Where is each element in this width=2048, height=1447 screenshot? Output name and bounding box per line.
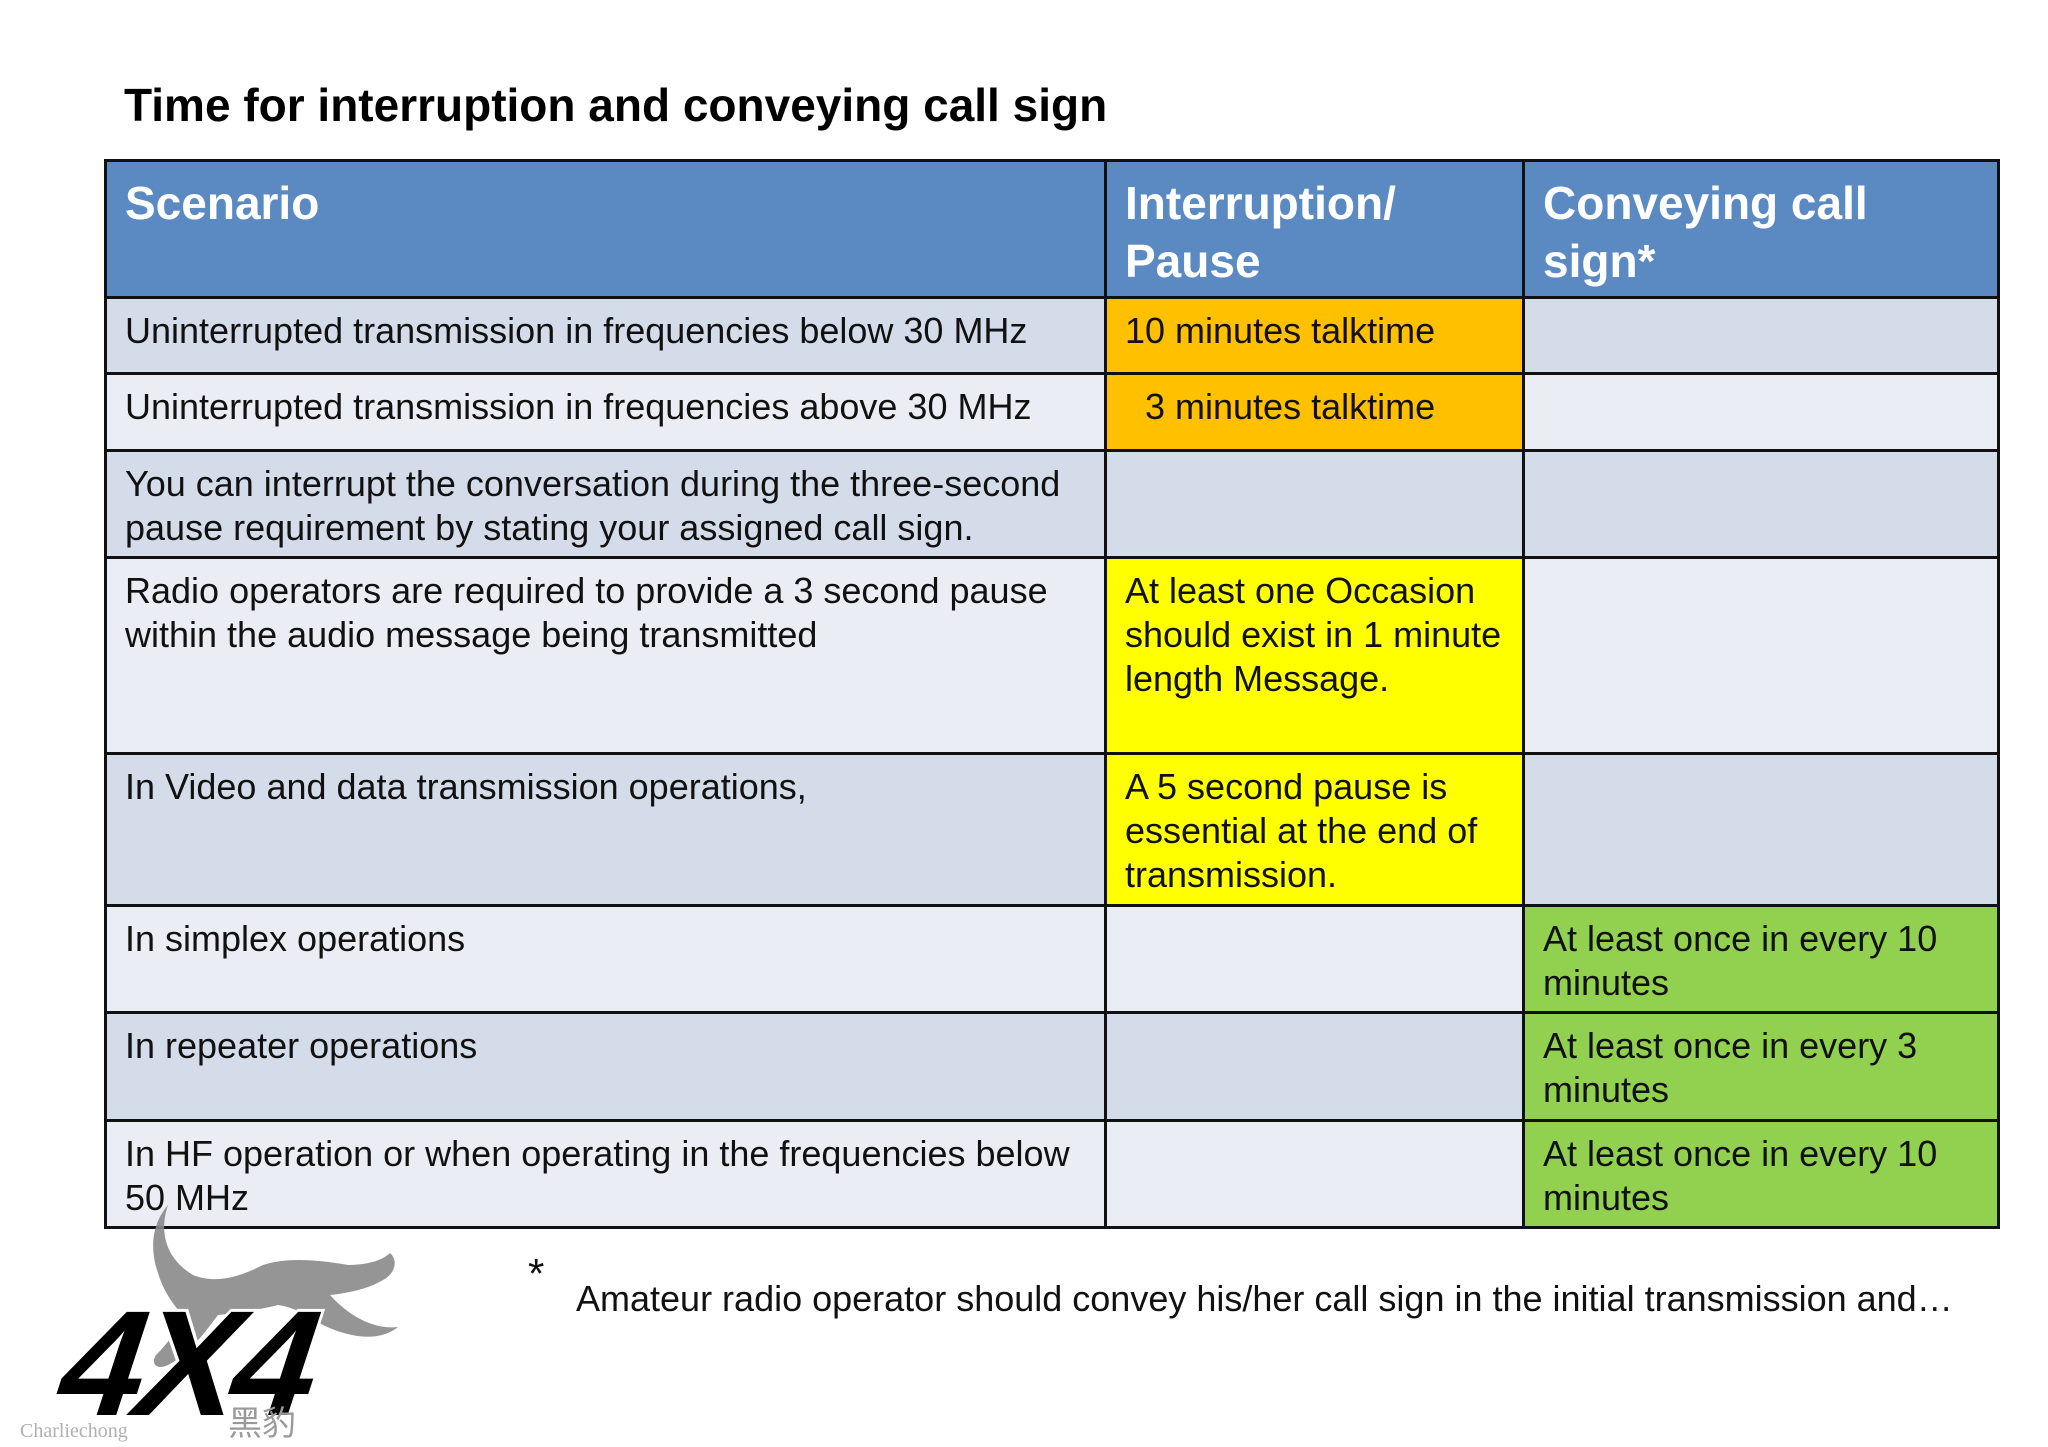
- call-sign-cell: [1522, 449, 2000, 559]
- call-sign-cell: [1522, 752, 2000, 907]
- pause-cell: [1104, 1011, 1525, 1122]
- logo-chinese-text: 黑豹: [228, 1404, 296, 1444]
- scenario-cell: In Video and data transmission operation…: [104, 752, 1107, 907]
- scenario-cell: In simplex operations: [104, 904, 1107, 1014]
- pause-cell: 3 minutes talktime: [1104, 372, 1525, 452]
- footnote-text: Amateur radio operator should convey his…: [576, 1278, 1953, 1319]
- scenario-cell: Uninterrupted transmission in frequencie…: [104, 296, 1107, 375]
- scenario-cell: You can interrupt the conversation durin…: [104, 449, 1107, 559]
- pause-cell: At least one Occasion should exist in 1 …: [1104, 556, 1525, 755]
- table-row: Radio operators are required to provide …: [104, 556, 2000, 755]
- scenario-cell: Radio operators are required to provide …: [104, 556, 1107, 755]
- call-sign-cell: At least once in every 10 minutes: [1522, 904, 2000, 1014]
- pause-cell: [1104, 1119, 1525, 1229]
- scenario-cell: In HF operation or when operating in the…: [104, 1119, 1107, 1229]
- call-sign-cell: [1522, 296, 2000, 375]
- watermark-text: Charliechong: [20, 1420, 128, 1442]
- header-scenario: Scenario: [104, 159, 1107, 299]
- table-row: Uninterrupted transmission in frequencie…: [104, 296, 2000, 375]
- header-interruption-pause: Interruption/ Pause: [1104, 159, 1525, 299]
- pause-cell: [1104, 449, 1525, 559]
- table-row: Uninterrupted transmission in frequencie…: [104, 372, 2000, 452]
- call-sign-cell: [1522, 372, 2000, 452]
- scenario-cell: In repeater operations: [104, 1011, 1107, 1122]
- scenario-cell: Uninterrupted transmission in frequencie…: [104, 372, 1107, 452]
- pause-cell: A 5 second pause is essential at the end…: [1104, 752, 1525, 907]
- header-conveying-call-sign: Conveying call sign*: [1522, 159, 2000, 299]
- call-sign-cell: At least once in every 10 minutes: [1522, 1119, 2000, 1229]
- table-row: In Video and data transmission operation…: [104, 752, 2000, 907]
- call-sign-cell: [1522, 556, 2000, 755]
- panther-silhouette-icon: [153, 1205, 398, 1367]
- table-header-row: Scenario Interruption/ Pause Conveying c…: [104, 159, 2000, 299]
- table-row: You can interrupt the conversation durin…: [104, 449, 2000, 559]
- pause-cell: [1104, 904, 1525, 1014]
- 4x4-panther-logo-icon: 4X4 黑豹: [34, 1205, 398, 1445]
- footnote-marker: *: [528, 1250, 545, 1297]
- call-sign-table: Scenario Interruption/ Pause Conveying c…: [104, 159, 2000, 1229]
- pause-cell: 10 minutes talktime: [1104, 296, 1525, 375]
- table-row: In repeater operations At least once in …: [104, 1011, 2000, 1122]
- table-row: In simplex operations At least once in e…: [104, 904, 2000, 1014]
- table-row: In HF operation or when operating in the…: [104, 1119, 2000, 1229]
- page-title: Time for interruption and conveying call…: [124, 79, 1108, 131]
- call-sign-cell: At least once in every 3 minutes: [1522, 1011, 2000, 1122]
